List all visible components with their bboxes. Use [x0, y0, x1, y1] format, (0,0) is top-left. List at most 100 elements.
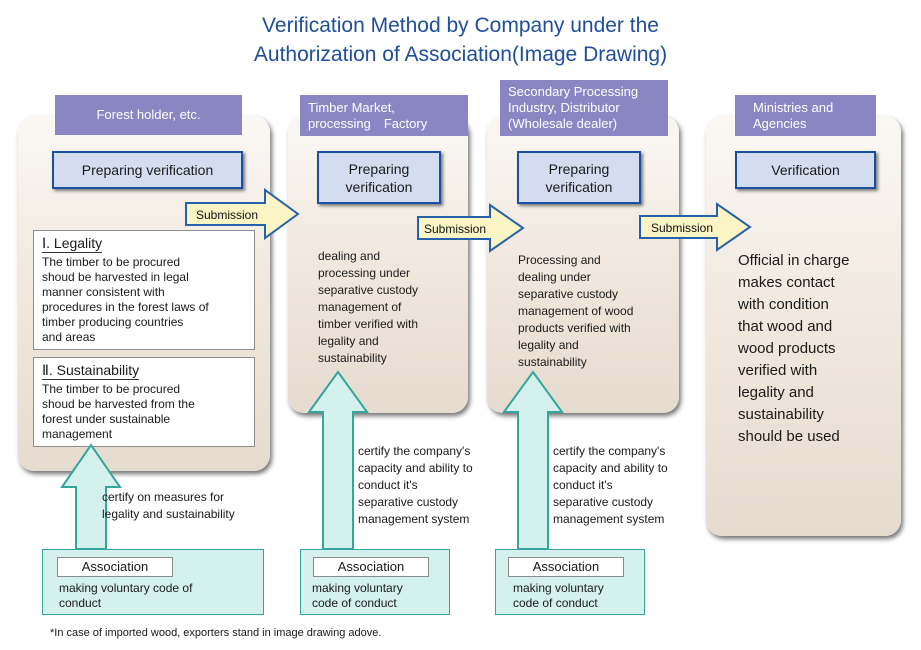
legality-line: The timber to be procured	[42, 255, 181, 269]
legality-title: Ⅰ. Legality	[42, 235, 103, 253]
association-desc-line: conduct	[59, 596, 102, 610]
certify-line: certify on measures for	[102, 490, 225, 504]
legality-line: procedures in the forest laws of	[42, 300, 209, 314]
submission-arrow-3	[639, 202, 752, 252]
description-line: sustainability	[318, 351, 387, 365]
timber-market-description: dealing and processing under separative …	[318, 248, 458, 367]
association-desc-line: making voluntary	[312, 581, 403, 595]
certify-custody-text-timber: certify the company's capacity and abili…	[358, 443, 498, 528]
secondary-processing-prep-line2: verification	[545, 178, 613, 195]
association-name-timber: Association	[313, 557, 429, 577]
timber-market-header: Timber Market, processing Factory	[300, 95, 468, 136]
certify-line: certify the company's	[553, 444, 666, 458]
certify-line: management system	[358, 512, 470, 526]
certify-line: separative custody	[358, 495, 459, 509]
association-name-forest: Association	[57, 557, 173, 577]
legality-criterion-box: Ⅰ. Legality The timber to be procured sh…	[33, 230, 255, 350]
description-line: verified with	[738, 362, 818, 379]
footnote: *In case of imported wood, exporters sta…	[50, 627, 382, 639]
certify-line: legality and sustainability	[102, 507, 235, 521]
description-line: with condition	[738, 296, 829, 313]
sustainability-line: The timber to be procured	[42, 382, 181, 396]
certify-line: management system	[553, 512, 665, 526]
secondary-processing-preparing-verification: Preparing verification	[517, 151, 641, 204]
secondary-processing-prep-line1: Preparing	[548, 160, 610, 177]
description-line: legality and	[518, 338, 579, 352]
forest-holder-preparing-verification: Preparing verification	[52, 151, 243, 189]
association-desc-line: code of conduct	[513, 596, 598, 610]
ministries-header-line2: Agencies	[753, 115, 807, 131]
description-line: legality and	[318, 334, 379, 348]
certify-line: separative custody	[553, 495, 654, 509]
description-line: processing under	[318, 266, 411, 280]
submission-label-3: Submission	[651, 221, 714, 235]
description-line: legality and	[738, 384, 814, 401]
submission-arrow-1	[185, 188, 300, 240]
forest-holder-header-text: Forest holder, etc.	[96, 107, 201, 122]
description-line: Processing and	[518, 253, 601, 267]
sustainability-title: Ⅱ. Sustainability	[42, 362, 140, 380]
timber-market-prep-line1: Preparing	[348, 160, 410, 177]
forest-holder-prep-text: Preparing verification	[81, 162, 214, 178]
ministries-header-line1: Ministries and	[753, 99, 834, 115]
secondary-processing-description: Processing and dealing under separative …	[518, 252, 668, 371]
legality-line: shoud be harvested in legal	[42, 270, 189, 284]
submission-arrow-2	[417, 203, 525, 253]
timber-market-preparing-verification: Preparing verification	[317, 151, 441, 204]
diagram-title-line1: Verification Method by Company under the	[262, 14, 659, 37]
description-line: dealing and	[318, 249, 381, 263]
certify-line: conduct it's	[553, 478, 613, 492]
submission-label-2: Submission	[424, 222, 487, 236]
certify-line: capacity and ability to	[553, 461, 668, 475]
legality-line: manner consistent with	[42, 285, 165, 299]
certify-arrow-timber-market	[307, 370, 369, 550]
secondary-processing-header-line3: (Wholesale dealer)	[508, 116, 618, 131]
description-line: separative custody	[318, 283, 419, 297]
association-name-secondary: Association	[508, 557, 624, 577]
timber-market-header-line1: Timber Market,	[308, 99, 395, 115]
sustainability-line: shoud be harvested from the	[42, 397, 195, 411]
diagram-title-line2: Authorization of Association(Image Drawi…	[253, 43, 668, 66]
description-line: sustainability	[738, 406, 824, 423]
association-desc-line: making voluntary	[513, 581, 604, 595]
certify-measures-text: certify on measures for legality and sus…	[102, 489, 272, 523]
timber-market-header-line2: processing Factory	[308, 115, 428, 131]
description-line: dealing under	[518, 270, 591, 284]
secondary-processing-header-line1: Secondary Processing	[508, 84, 639, 99]
association-desc-forest: making voluntary code of conduct	[59, 581, 259, 611]
certify-arrow-forest	[60, 443, 122, 550]
description-line: products verified with	[518, 321, 631, 335]
sustainability-line: forest under sustainable	[42, 412, 171, 426]
description-line: should be used	[738, 428, 840, 445]
association-desc-line: code of conduct	[312, 596, 397, 610]
certify-line: capacity and ability to	[358, 461, 473, 475]
legality-line: timber producing countries	[42, 315, 184, 329]
description-line: timber verified with	[318, 317, 419, 331]
ministries-header: Ministries and Agencies	[735, 95, 876, 136]
secondary-processing-header-line2: Industry, Distributor	[508, 100, 620, 115]
description-line: wood products	[738, 340, 836, 357]
sustainability-line: management	[42, 427, 113, 441]
association-desc-line: making voluntary code of	[59, 581, 193, 595]
description-line: Official in charge	[738, 252, 850, 269]
description-line: separative custody	[518, 287, 619, 301]
ministries-description: Official in charge makes contact with co…	[738, 250, 888, 448]
secondary-processing-header: Secondary Processing Industry, Distribut…	[500, 80, 668, 136]
forest-holder-header: Forest holder, etc.	[55, 95, 242, 135]
description-line: that wood and	[738, 318, 833, 335]
association-desc-secondary: making voluntary code of conduct	[513, 581, 641, 611]
legality-line: and areas	[42, 330, 96, 344]
description-line: makes contact	[738, 274, 835, 291]
certify-custody-text-secondary: certify the company's capacity and abili…	[553, 443, 693, 528]
sustainability-criterion-box: Ⅱ. Sustainability The timber to be procu…	[33, 357, 255, 447]
association-desc-timber: making voluntary code of conduct	[312, 581, 446, 611]
description-line: sustainability	[518, 355, 587, 369]
ministries-verification-text: Verification	[771, 162, 840, 178]
certify-line: conduct it's	[358, 478, 418, 492]
description-line: management of	[318, 300, 402, 314]
ministries-verification: Verification	[735, 151, 876, 189]
description-line: management of wood	[518, 304, 634, 318]
certify-arrow-secondary-processing	[502, 370, 564, 550]
timber-market-prep-line2: verification	[345, 178, 413, 195]
